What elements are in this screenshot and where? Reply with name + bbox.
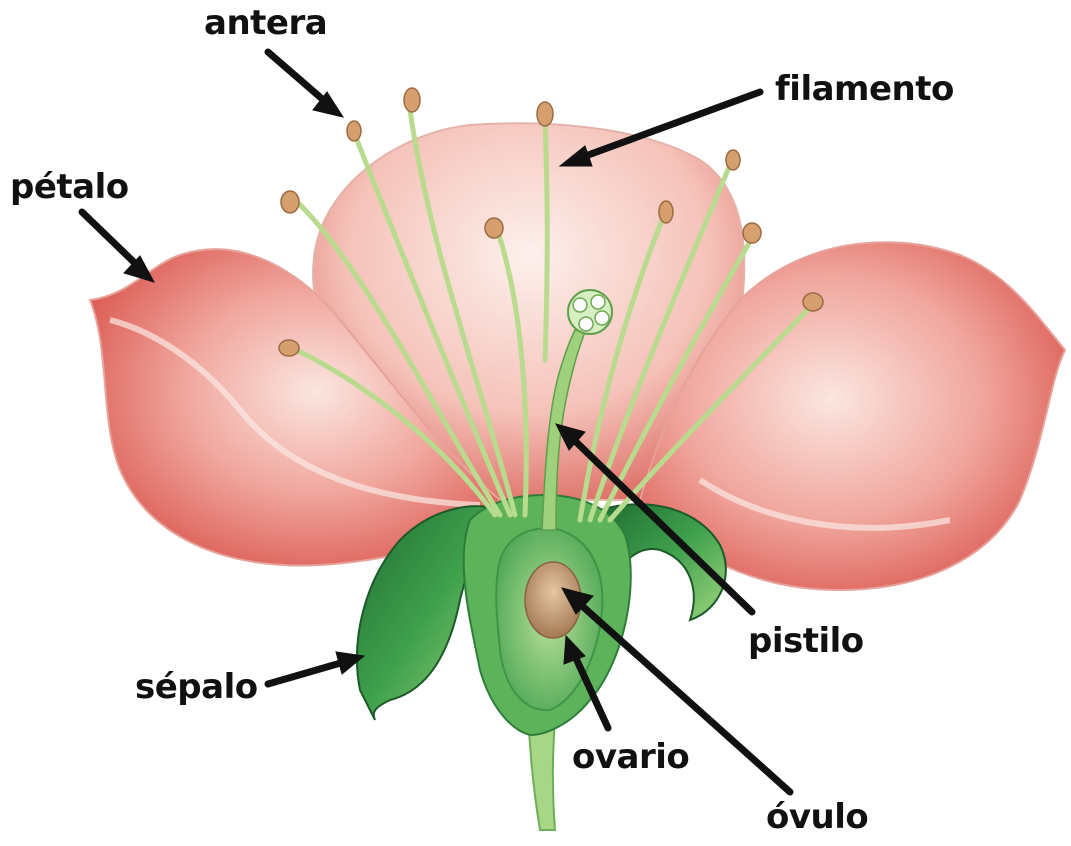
stigma xyxy=(568,290,612,334)
anther-9 xyxy=(743,223,761,243)
label-ovulo: óvulo xyxy=(766,800,868,834)
anther-6 xyxy=(537,102,553,126)
label-sepalo: sépalo xyxy=(135,670,258,704)
label-filamento: filamento xyxy=(775,72,954,106)
arrow-petalo xyxy=(82,212,140,268)
arrow-antera xyxy=(268,52,328,104)
anther-10 xyxy=(803,293,823,311)
anther-3 xyxy=(281,191,299,213)
label-petalo: pétalo xyxy=(10,170,129,204)
anther-7 xyxy=(659,201,673,223)
anther-1 xyxy=(347,121,361,141)
anther-8 xyxy=(726,150,740,170)
label-pistilo: pistilo xyxy=(748,624,864,658)
anther-5 xyxy=(485,218,503,238)
label-antera: antera xyxy=(204,6,327,40)
anther-2 xyxy=(404,88,420,112)
anther-4 xyxy=(279,340,299,356)
arrow-sepalo xyxy=(268,662,344,684)
filament-6 xyxy=(545,118,547,360)
label-ovario: ovario xyxy=(572,740,689,774)
